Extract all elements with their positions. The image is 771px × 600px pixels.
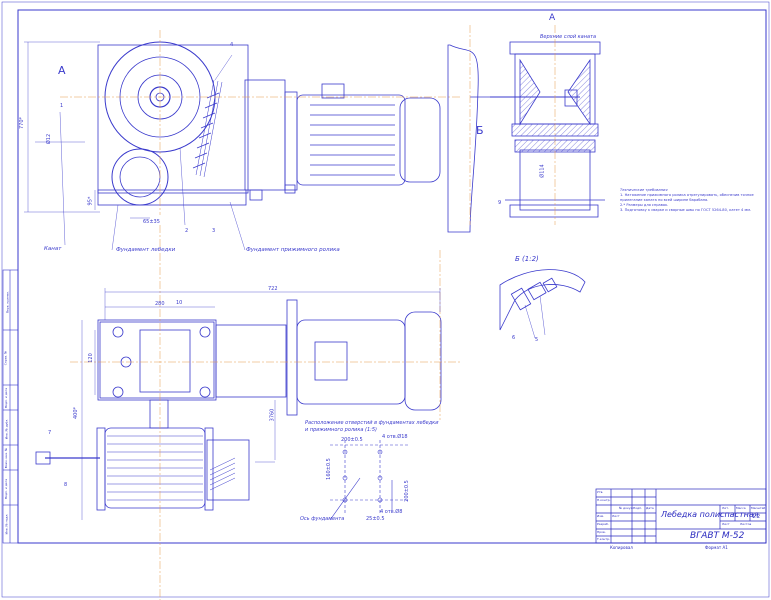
title-block-role-5: Утв.: [597, 490, 604, 494]
part-number-4: 4: [230, 42, 234, 48]
dim-holes-4: 4 отв.Ø18: [382, 434, 408, 440]
dim-overall-length: 722: [268, 286, 278, 292]
dim-rope-dia: Ø12: [46, 133, 53, 145]
title-block-row-3: № докум.: [619, 506, 634, 510]
section-b-arrow-label: Б: [476, 124, 484, 137]
callout-winch-foundation: Фундамент лебедки: [116, 247, 176, 253]
title-block-frame: [595, 488, 767, 544]
title-block-copied: Копировал: [610, 545, 633, 550]
title-block-row-5: Дата: [646, 506, 654, 510]
title-block-sheets-label: Листов: [740, 522, 752, 526]
title-block-role-2: Пров.: [597, 530, 606, 534]
title-block-name: Лебедка полиспастная: [661, 510, 759, 519]
callout-rope-end: Верхние слой каната: [540, 34, 597, 40]
dim-width-left: 120: [87, 353, 94, 363]
section-b-title: Б (1:2): [515, 255, 539, 263]
dim-holes-width: 200±0.5: [341, 437, 363, 443]
part-number-3: 3: [212, 228, 216, 234]
dim-holes-side: 160±0.5: [325, 458, 332, 480]
tech-req-item-2: 2.* Размеры для справок.: [620, 203, 669, 207]
winch-side-view: [60, 30, 460, 215]
side-stamp-4: Инв. № дубл.: [4, 418, 9, 440]
part-number-7: 7: [48, 430, 52, 436]
part-number-1: 1: [60, 103, 64, 109]
view-a-section: [447, 41, 605, 233]
tech-req-item-1: 1. Натяжение прижимного ролика отрегулир…: [620, 193, 754, 202]
plan-view-drum-grooves: [107, 435, 203, 501]
side-stamp-strip: [2, 269, 19, 544]
dim-gear-offset: 65±35: [143, 219, 160, 225]
title-block-role-4: Н.контр.: [597, 498, 611, 502]
callout-roller-foundation: Фундамент прижимного ролика: [246, 247, 340, 253]
title-block-format: Формат А1: [705, 545, 728, 550]
dim-drum-span: 280: [155, 301, 165, 307]
view-a-arrow-label: А: [58, 64, 66, 77]
view-a-title: А: [549, 13, 556, 23]
dim-height-left: 770*: [19, 116, 26, 130]
part-number-10: 10: [176, 300, 183, 306]
part-number-6: 6: [512, 335, 516, 341]
plan-view-dimensions: [81, 288, 441, 520]
side-stamp-5: Взам. инв. №: [4, 447, 9, 469]
dim-motor-height: 3760: [269, 408, 276, 422]
dim-side-height: 400*: [73, 406, 80, 420]
dim-hole-small: 4 отв.Ø8: [380, 509, 403, 515]
hole-layout: [329, 440, 410, 521]
title-block-role-3: Т.контр.: [597, 537, 611, 541]
part-number-5: 5: [535, 337, 539, 343]
plan-view-centerlines: [70, 225, 460, 600]
title-block-lit-label: Лит.: [722, 506, 729, 510]
part-number-2: 2: [185, 228, 189, 234]
callout-rope: Канат: [44, 246, 62, 252]
top-view-leaders: [59, 54, 246, 251]
title-block-row-1: Изм.: [597, 514, 605, 518]
view-a-centerline: [469, 25, 556, 225]
side-stamp-3: Подп. и дата: [4, 387, 9, 409]
technical-requirements: Технические требования 1. Натяжение приж…: [620, 188, 760, 213]
dim-holes-offset: 25±0.5: [366, 516, 385, 522]
hole-layout-title: Расположение отверстий в фундаментах леб…: [305, 420, 439, 433]
tech-req-item-3: 3. Подготовку к сварке и сварные швы по …: [620, 208, 752, 212]
title-block-mass-label: Масса: [736, 506, 746, 510]
title-block-role-1: Разраб.: [597, 522, 609, 526]
side-stamp-1: Перв. примен.: [5, 290, 10, 314]
title-block-row-2: Лист: [612, 514, 620, 518]
section-b-detail: [499, 269, 586, 339]
title-block-scale-label: Масштаб: [751, 506, 766, 510]
title-block-scale: 1:2: [752, 514, 761, 520]
title-block-designation: ВГАВТ М-52: [690, 531, 745, 541]
winch-plan-view: [35, 299, 442, 511]
side-stamp-6: Подп. и дата: [4, 478, 9, 500]
top-view-dimensions: [24, 41, 150, 219]
side-stamp-2: Справ. №: [3, 350, 8, 366]
callout-axis-foundation: Ось фундамента: [300, 516, 345, 522]
part-number-8: 8: [64, 482, 68, 488]
part-number-9: 9: [498, 200, 502, 206]
dim-holes-vert: 200±0.5: [403, 480, 410, 502]
dim-roller-mark: Ø114: [539, 164, 546, 178]
title-block-row-4: Подп.: [633, 506, 643, 510]
side-stamp-7: Инв. № подл.: [4, 513, 9, 535]
title-block-sheet-label: Лист: [722, 522, 730, 526]
tech-req-heading: Технические требования: [620, 188, 668, 192]
dim-base-height: 95*: [87, 196, 94, 206]
